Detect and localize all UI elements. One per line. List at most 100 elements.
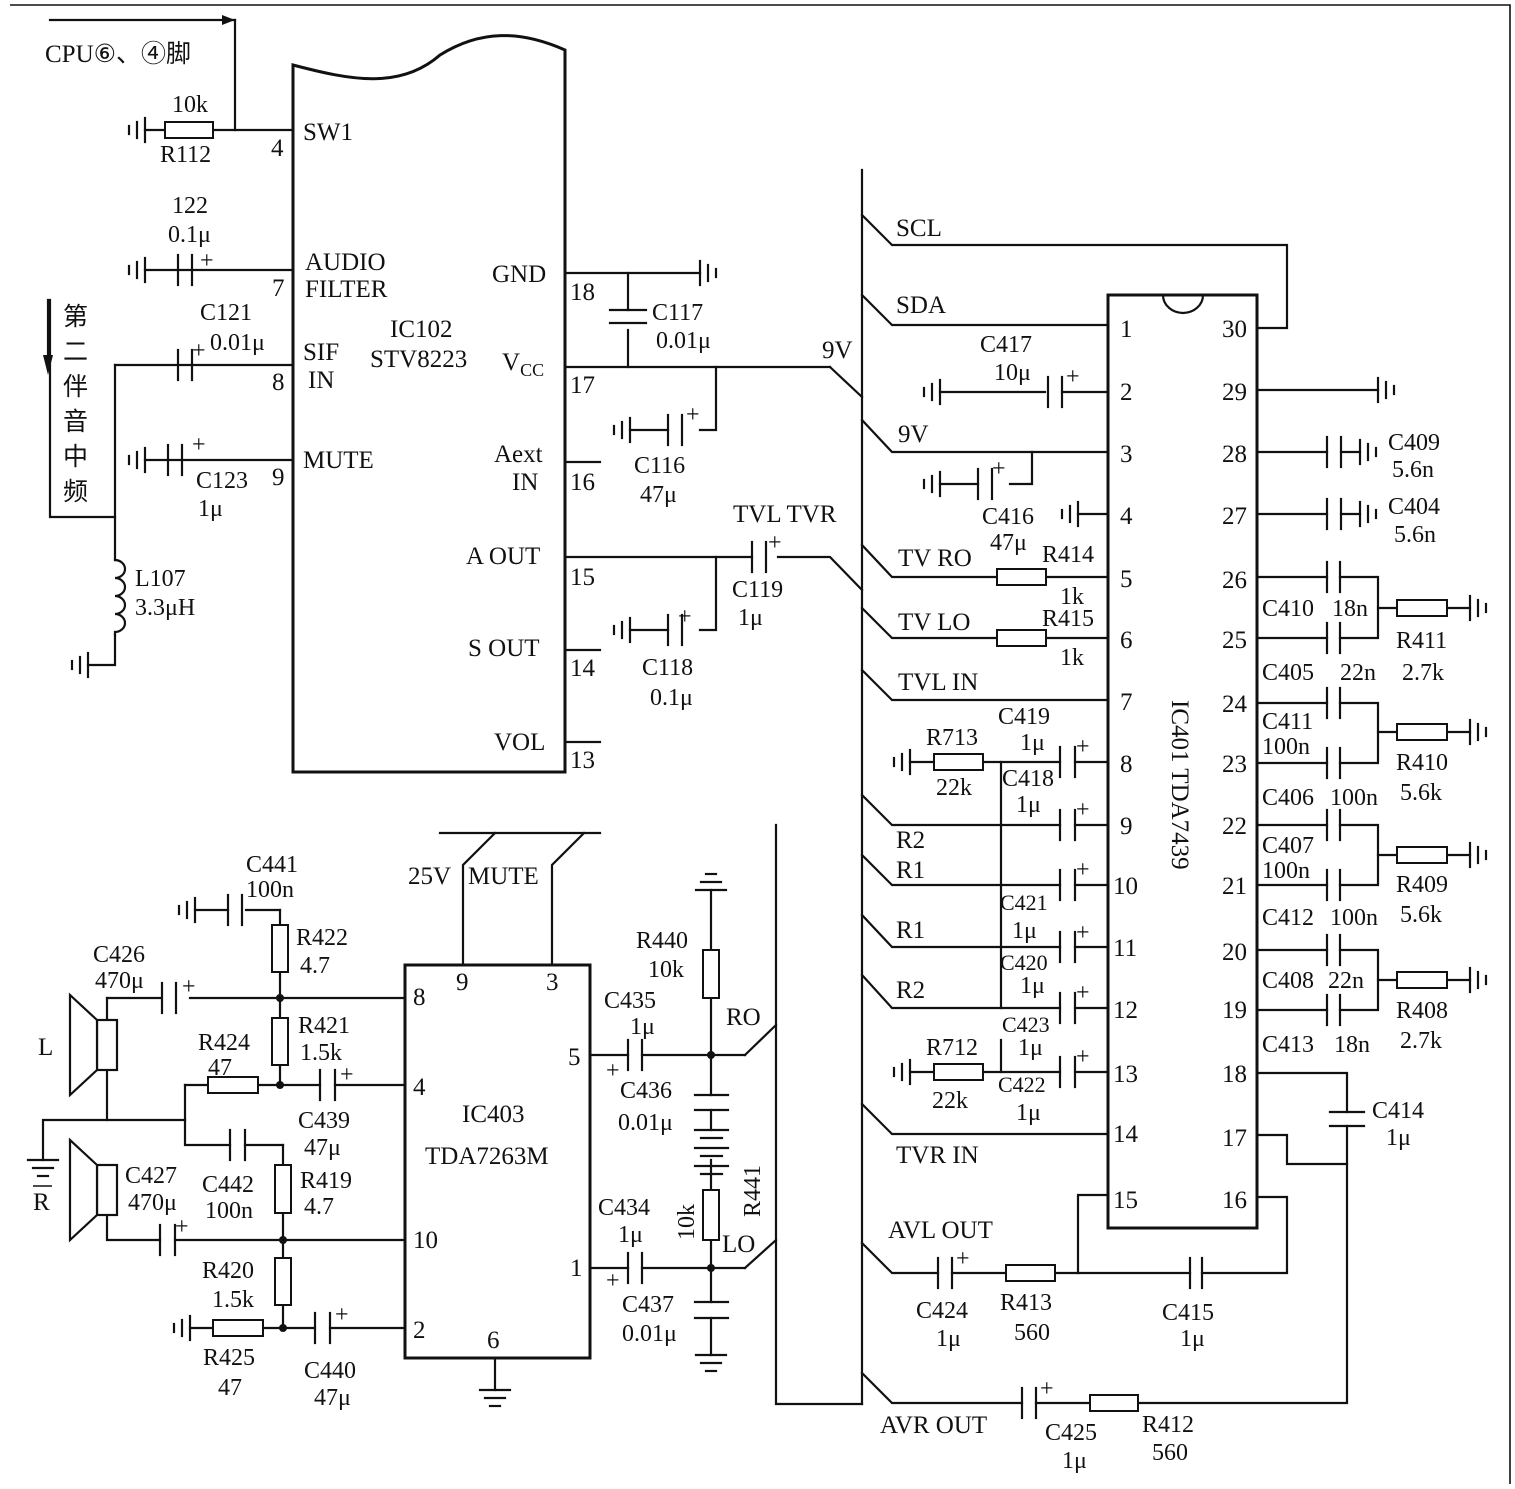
l107-ref: L107 — [135, 566, 186, 592]
c405-value: 22n — [1340, 660, 1376, 686]
r422-ref: R422 — [296, 925, 348, 951]
c441-ref: C441 — [246, 852, 298, 878]
r424-ref: R424 — [198, 1030, 250, 1056]
c421-ref: C421 — [1000, 890, 1048, 915]
c407-value: 100n — [1262, 858, 1310, 884]
pin-label-sout: S OUT — [468, 635, 540, 662]
c411-value: 100n — [1262, 734, 1310, 760]
c414-ref: C414 — [1372, 1098, 1424, 1124]
pin-15: 15 — [570, 564, 595, 591]
r441-value: 10k — [674, 1204, 700, 1240]
ic401-pin-16: 16 — [1222, 1187, 1247, 1214]
ic401-pin-12: 12 — [1113, 997, 1138, 1024]
c435-value: 1μ — [630, 1014, 655, 1040]
c442-value: 100n — [205, 1198, 253, 1224]
c409-ref: C409 — [1388, 430, 1440, 456]
c435-ref: C435 — [604, 988, 656, 1014]
r414-ref: R414 — [1042, 542, 1094, 568]
ic403-name: IC403 — [462, 1101, 525, 1128]
ic401-pin-1: 1 — [1120, 316, 1133, 343]
ic401-pin-8: 8 — [1120, 751, 1133, 778]
r713-value: 22k — [936, 775, 972, 801]
r420-ref: R420 — [202, 1258, 254, 1284]
svg-text:+: + — [678, 604, 692, 630]
25v-label: 25V — [408, 863, 451, 890]
ic401-pin-10: 10 — [1113, 873, 1138, 900]
c425-value: 1μ — [1062, 1448, 1087, 1474]
c119-value: 1μ — [738, 605, 763, 631]
c419-ref: C419 — [998, 704, 1050, 730]
r413-value: 560 — [1014, 1320, 1050, 1346]
ic401-pin-26: 26 — [1222, 567, 1247, 594]
c423-value: 1μ — [1018, 1035, 1043, 1061]
c407-ref: C407 — [1262, 833, 1314, 859]
ic401-pin-5: 5 — [1120, 566, 1133, 593]
pin-label-gnd: GND — [492, 261, 546, 288]
c404-value: 5.6n — [1394, 522, 1436, 548]
ic403-pin-4: 4 — [413, 1074, 426, 1101]
c408-ref: C408 — [1262, 968, 1314, 994]
c122-ref: 122 — [172, 193, 208, 219]
avl-out-label: AVL OUT — [888, 1217, 993, 1244]
c118-ref: C118 — [642, 655, 693, 681]
c415-value: 1μ — [1180, 1326, 1205, 1352]
c427-ref: C427 — [125, 1163, 177, 1189]
ic401-pin-27: 27 — [1222, 503, 1247, 530]
c420-value: 1μ — [1020, 973, 1045, 999]
c116-value: 47μ — [640, 482, 677, 508]
tvl-tvr-label: TVL TVR — [733, 501, 837, 528]
ic403-pin-9: 9 — [456, 969, 469, 996]
pin-13: 13 — [570, 747, 595, 774]
pin-9: 9 — [272, 464, 285, 491]
c408-value: 22n — [1328, 968, 1364, 994]
r425-value: 47 — [218, 1375, 242, 1401]
ic401-pin-13: 13 — [1113, 1061, 1138, 1088]
c118-value: 0.1μ — [650, 685, 693, 711]
r422-value: 4.7 — [300, 953, 330, 979]
c440-ref: C440 — [304, 1358, 356, 1384]
c123-value: 1μ — [198, 496, 223, 522]
sif-input-char-2: 二 — [63, 339, 88, 366]
c426-value: 470μ — [95, 968, 144, 994]
pin-label-sw1: SW1 — [303, 119, 353, 146]
c119-ref: C119 — [732, 577, 783, 603]
tv-lo-label: TV LO — [898, 609, 970, 636]
ic403-labels: IC403 TDA7263M 9 3 8 4 10 2 6 5 1 — [413, 969, 583, 1354]
r1-label-a: R1 — [896, 857, 925, 884]
ic102-labels: IC102 STV8223 SW1 AUDIO FILTER SIF IN MU… — [271, 119, 596, 774]
c421-value: 1μ — [1012, 918, 1037, 944]
sif-input-char-3: 伴 — [63, 373, 88, 401]
c412-ref: C412 — [1262, 905, 1314, 931]
r410-value: 5.6k — [1400, 780, 1442, 806]
c436-ref: C436 — [620, 1078, 672, 1104]
tvl-in-label: TVL IN — [898, 669, 978, 696]
r412-value: 560 — [1152, 1440, 1188, 1466]
r419-value: 4.7 — [304, 1194, 334, 1220]
r713-ref: R713 — [926, 725, 978, 751]
ic401-body — [1106, 293, 1259, 1230]
ic403-pin-1: 1 — [570, 1255, 583, 1282]
ic401-pin-25: 25 — [1222, 627, 1247, 654]
c427-value: 470μ — [128, 1190, 177, 1216]
r415-ref: R415 — [1042, 606, 1094, 632]
ic401-pin-4: 4 — [1120, 503, 1133, 530]
svg-text:+: + — [992, 456, 1006, 482]
svg-text:+: + — [956, 1246, 970, 1272]
svg-text:+: + — [1040, 1376, 1054, 1402]
r413-ref: R413 — [1000, 1290, 1052, 1316]
c412-value: 100n — [1330, 905, 1378, 931]
svg-text:+: + — [1076, 734, 1090, 760]
ic401-pin-3: 3 — [1120, 441, 1133, 468]
pin-label-filter: FILTER — [305, 276, 388, 303]
c434-value: 1μ — [618, 1222, 643, 1248]
r425-ref: R425 — [203, 1345, 255, 1371]
r408-ref: R408 — [1396, 998, 1448, 1024]
pin-label-vcc: VCC — [502, 349, 544, 380]
c441-value: 100n — [246, 877, 294, 903]
r112-ref: R112 — [160, 142, 211, 168]
9v-label-a: 9V — [822, 337, 853, 364]
ic401-name: IC401 TDA7439 — [1166, 700, 1193, 870]
c116-ref: C116 — [634, 453, 685, 479]
sif-input-char-4: 音 — [63, 408, 88, 436]
c410-ref: C410 — [1262, 596, 1314, 622]
